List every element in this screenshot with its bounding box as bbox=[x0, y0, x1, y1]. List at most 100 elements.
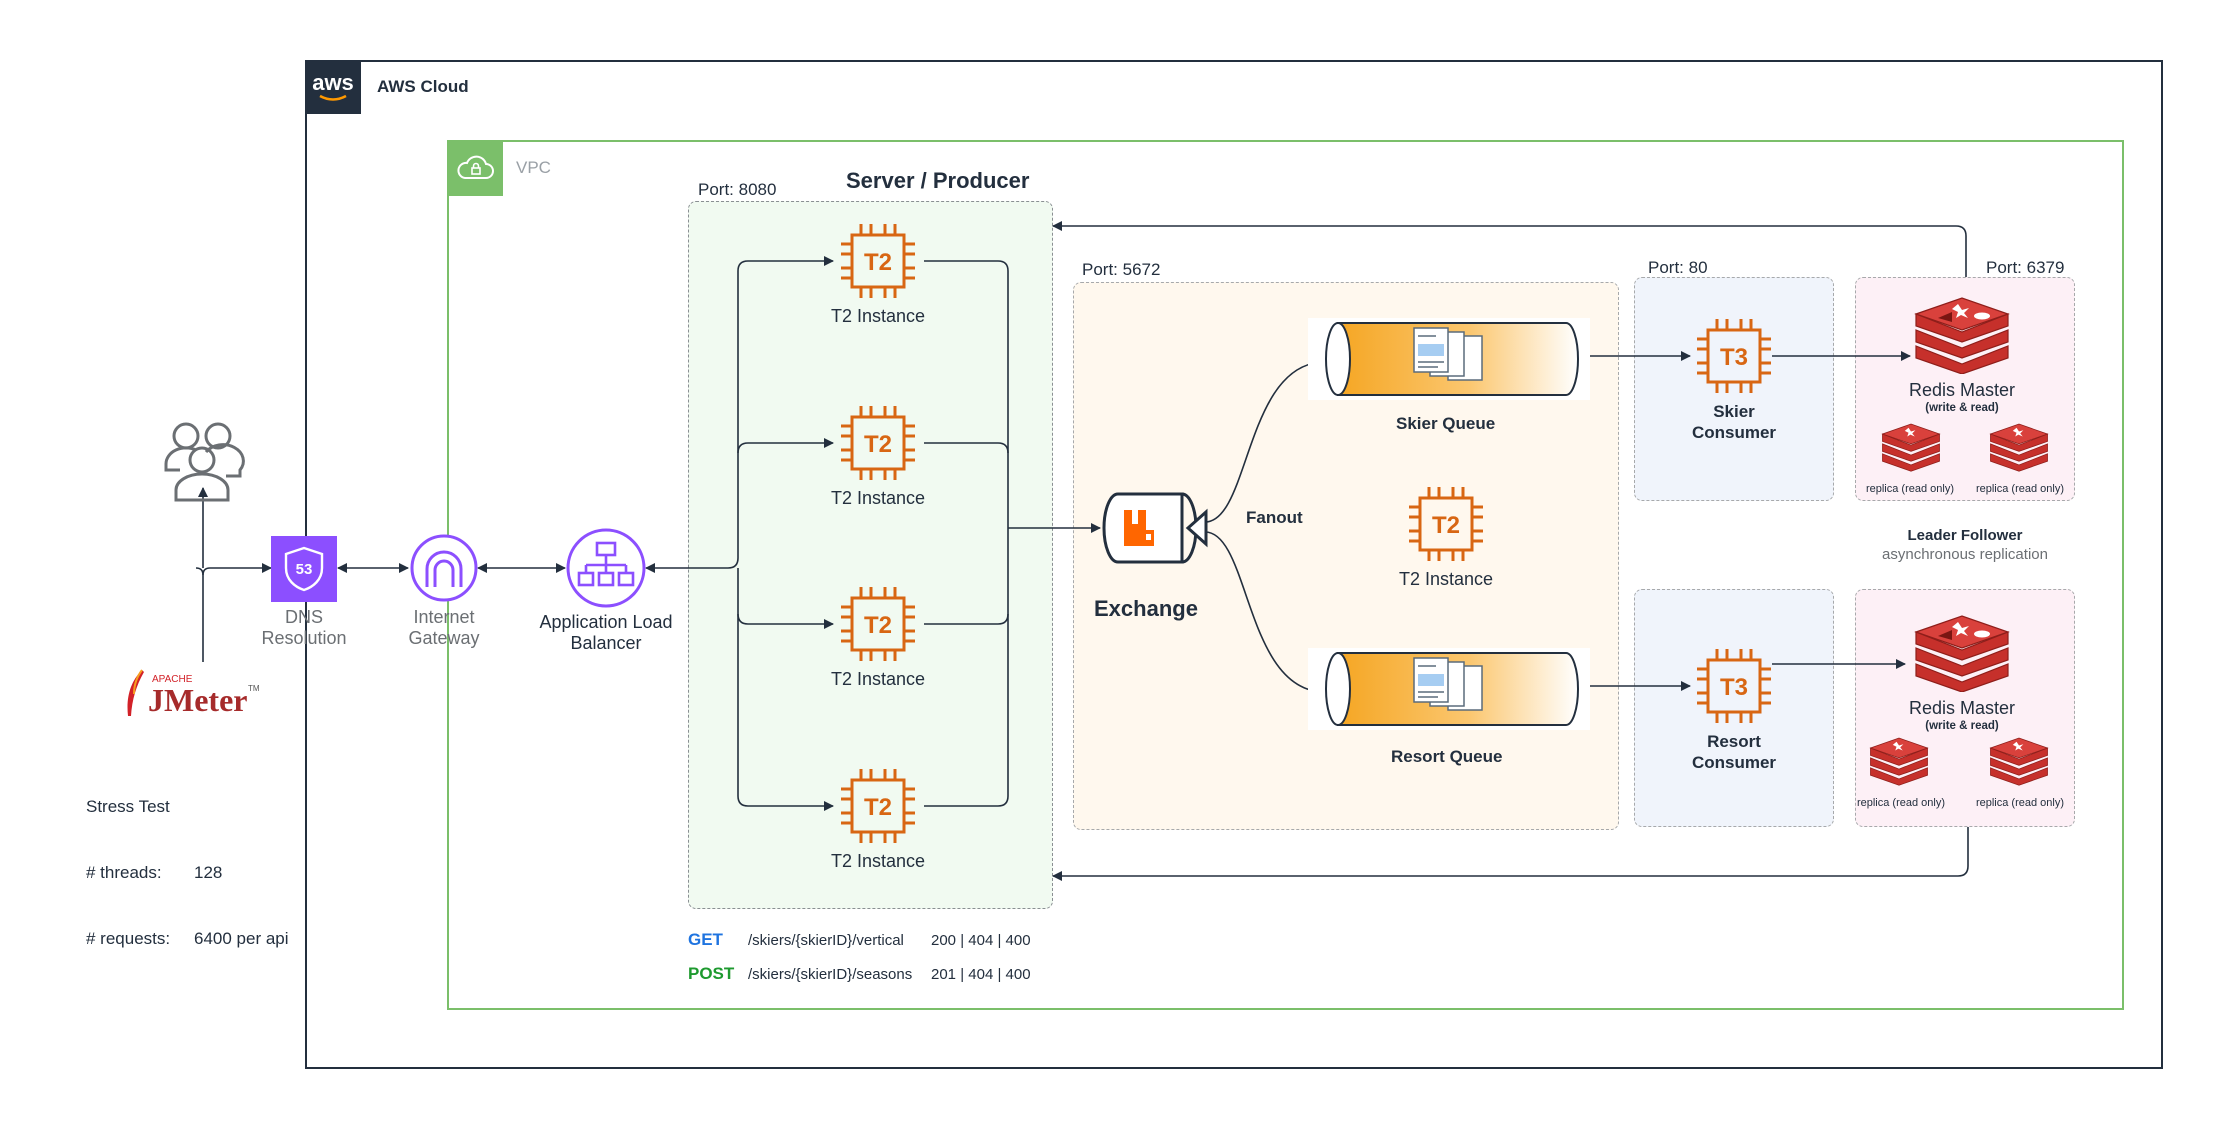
vpc-icon bbox=[447, 140, 503, 196]
chip-text: T2 bbox=[864, 612, 892, 639]
chip-text: T3 bbox=[1720, 344, 1748, 371]
vpc-label: VPC bbox=[516, 158, 551, 177]
redis-replica-icon bbox=[1881, 423, 1941, 472]
redis-replica-icon bbox=[1869, 737, 1929, 786]
stress-title: Stress Test bbox=[86, 797, 170, 816]
server-instance-1-label: T2 Instance bbox=[830, 306, 926, 326]
resort-consumer-label-2: Consumer bbox=[1691, 753, 1777, 772]
get-codes: 200 | 404 | 400 bbox=[931, 932, 1031, 949]
redis-replica-label: replica (read only) bbox=[1856, 797, 1946, 809]
chip-text: T2 bbox=[864, 431, 892, 458]
alb-label-2: Balancer bbox=[570, 633, 642, 653]
get-method: GET bbox=[688, 930, 723, 949]
chip-text: T2 bbox=[864, 249, 892, 276]
exchange-to-skier-queue bbox=[1204, 357, 1326, 523]
igw-label-2: Gateway bbox=[408, 628, 480, 648]
skier-consumer-label-1: Skier bbox=[1713, 402, 1755, 421]
igw-label-1: Internet bbox=[413, 607, 475, 627]
server-instance-4-label: T2 Instance bbox=[830, 851, 926, 871]
alb-to-server2 bbox=[737, 438, 834, 454]
server-instance-1: T2 T2 Instance bbox=[818, 220, 938, 330]
chip-text: T3 bbox=[1720, 674, 1748, 701]
route53-badge-text: 53 bbox=[296, 561, 313, 578]
jmeter-apache-text: APACHE bbox=[152, 674, 193, 685]
dns-label-1: DNS bbox=[284, 607, 323, 627]
server-instance-2: T2 T2 Instance bbox=[818, 402, 938, 512]
message-docs-icon bbox=[1413, 657, 1483, 711]
internet-gateway-icon bbox=[410, 534, 478, 602]
skier-consumer-label: Skier Consumer bbox=[1672, 401, 1796, 443]
resort-consumer-group bbox=[1634, 589, 1834, 827]
aws-logo-text: aws bbox=[312, 70, 354, 95]
consumer-port: Port: 80 bbox=[1648, 258, 1708, 277]
jmeter-logo: APACHE JMeter TM bbox=[120, 669, 270, 718]
servers-to-exchange-line bbox=[924, 260, 1009, 807]
redis-master-icon bbox=[1914, 615, 2010, 692]
jmeter-name-text: JMeter bbox=[148, 682, 248, 718]
server-instance-3-label: T2 Instance bbox=[830, 669, 926, 689]
post-codes: 201 | 404 | 400 bbox=[931, 966, 1031, 983]
redis-resort-to-server bbox=[1052, 827, 1969, 881]
exchange-to-resort-queue bbox=[1204, 531, 1326, 697]
post-method: POST bbox=[688, 964, 735, 983]
redis-replica-label: replica (read only) bbox=[1865, 483, 1955, 495]
jmeter-to-dns-line bbox=[202, 563, 272, 576]
stress-requests-row: # requests: 6400 per api bbox=[86, 928, 289, 950]
jmeter-tm-text: TM bbox=[248, 684, 260, 693]
load-balancer-icon bbox=[566, 528, 646, 608]
server-title: Server / Producer bbox=[846, 168, 1030, 193]
redis-master-label: Redis Master bbox=[1908, 380, 2016, 400]
aws-logo: aws bbox=[305, 60, 361, 114]
redis-port: Port: 6379 bbox=[1986, 258, 2065, 277]
skier-consumer-label-2: Consumer bbox=[1691, 423, 1777, 442]
dns-label-2: Resolution bbox=[261, 628, 347, 648]
mq-instance-label: T2 Instance bbox=[1398, 569, 1494, 589]
fanout-label: Fanout bbox=[1246, 508, 1303, 527]
post-route: /skiers/{skierID}/seasons bbox=[748, 966, 913, 983]
skier-queue-icon bbox=[1308, 318, 1590, 400]
api-get-row: GET /skiers/{skierID}/vertical 200 | 404… bbox=[688, 926, 1108, 960]
chip-text: T2 bbox=[864, 794, 892, 821]
server3-merge bbox=[924, 613, 1009, 625]
resort-consumer: T3 Resort Consumer bbox=[1672, 645, 1796, 775]
route53-icon: 53 bbox=[271, 536, 337, 602]
ec2-chip-icon: T2 bbox=[841, 406, 915, 480]
redis-skier-to-server bbox=[1052, 221, 1967, 277]
server-instance-4: T2 T2 Instance bbox=[818, 765, 938, 875]
api-post-row: POST /skiers/{skierID}/seasons 201 | 404… bbox=[688, 960, 1108, 994]
ec2-chip-icon: T3 bbox=[1697, 319, 1771, 393]
server2-merge bbox=[924, 442, 1009, 454]
ec2-chip-icon: T2 bbox=[841, 224, 915, 298]
chip-text: T2 bbox=[1432, 512, 1460, 539]
skier-consumer-group bbox=[1634, 277, 1834, 501]
requests-value: 6400 per api bbox=[194, 929, 289, 948]
aws-cloud-label: AWS Cloud bbox=[377, 77, 469, 96]
redis-master-sub: (write & read) bbox=[1925, 402, 1999, 414]
redis-master-icon bbox=[1914, 297, 2010, 374]
redis-replica-icon bbox=[1989, 737, 2049, 786]
stress-test-block: Stress Test # threads:128 # requests: 640… bbox=[86, 752, 289, 972]
redis-replica-label: replica (read only) bbox=[1975, 797, 2065, 809]
message-docs-icon bbox=[1413, 327, 1483, 381]
feather-icon bbox=[127, 669, 144, 716]
stress-threads-row: # threads:128 bbox=[86, 862, 289, 884]
alb-label-1: Application Load bbox=[539, 612, 673, 632]
ec2-chip-icon: T3 bbox=[1697, 649, 1771, 723]
jmeter-to-users-line bbox=[195, 567, 204, 662]
redis-replica-icon bbox=[1989, 423, 2049, 472]
skier-consumer: T3 Skier Consumer bbox=[1672, 315, 1796, 445]
api-legend: GET /skiers/{skierID}/vertical 200 | 404… bbox=[688, 926, 1108, 994]
threads-label: # threads: bbox=[86, 863, 162, 882]
skier-queue-label: Skier Queue bbox=[1396, 414, 1496, 433]
resort-consumer-label-1: Resort bbox=[1707, 732, 1761, 751]
ec2-chip-icon: T2 bbox=[841, 587, 915, 661]
server-instance-2-label: T2 Instance bbox=[830, 488, 926, 508]
requests-label: # requests: bbox=[86, 929, 171, 948]
server-instance-3: T2 T2 Instance bbox=[818, 583, 938, 693]
dns-label: DNS Resolution bbox=[246, 607, 362, 649]
replication-title: Leader Follower bbox=[1907, 527, 2023, 544]
resort-consumer-label: Resort Consumer bbox=[1672, 731, 1796, 773]
alb-to-server4 bbox=[737, 614, 834, 811]
ec2-chip-icon: T2 bbox=[841, 769, 915, 843]
